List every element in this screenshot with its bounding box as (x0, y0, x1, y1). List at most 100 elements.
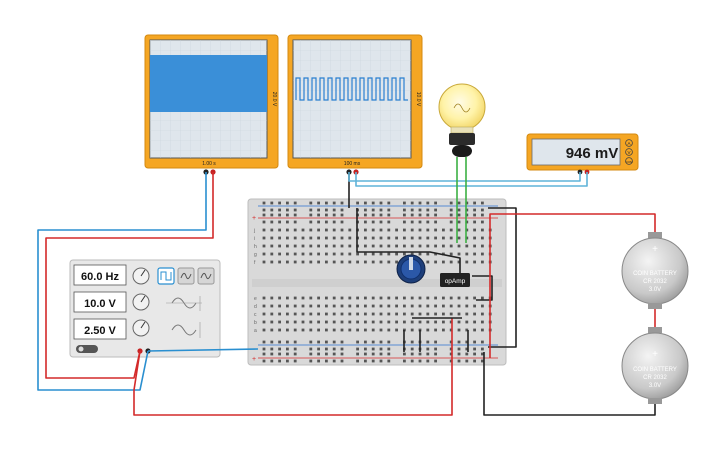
breadboard-hole[interactable] (364, 208, 367, 212)
breadboard-hole[interactable] (410, 220, 414, 224)
breadboard-hole[interactable] (418, 208, 422, 212)
breadboard-hole[interactable] (473, 220, 476, 224)
breadboard-hole[interactable] (379, 201, 383, 205)
breadboard-hole[interactable] (293, 352, 297, 356)
breadboard-hole[interactable] (387, 340, 391, 344)
breadboard-hole[interactable] (481, 347, 484, 351)
breadboard-hole[interactable] (301, 296, 305, 300)
breadboard-hole[interactable] (356, 328, 359, 332)
breadboard-hole[interactable] (379, 260, 383, 264)
breadboard-hole[interactable] (473, 352, 476, 356)
breadboard-hole[interactable] (262, 244, 266, 248)
breadboard-hole[interactable] (387, 312, 391, 316)
breadboard-hole[interactable] (379, 320, 383, 324)
breadboard-hole[interactable] (371, 359, 375, 363)
breadboard-hole[interactable] (262, 213, 266, 217)
breadboard-hole[interactable] (387, 252, 391, 256)
breadboard-hole[interactable] (348, 228, 352, 232)
breadboard-hole[interactable] (262, 296, 266, 300)
breadboard-hole[interactable] (278, 352, 281, 356)
breadboard-hole[interactable] (371, 220, 375, 224)
breadboard-hole[interactable] (270, 320, 274, 324)
breadboard-hole[interactable] (270, 208, 274, 212)
breadboard-hole[interactable] (364, 213, 367, 217)
potentiometer[interactable] (396, 254, 426, 284)
breadboard-hole[interactable] (325, 312, 328, 316)
breadboard-hole[interactable] (379, 340, 383, 344)
breadboard-hole[interactable] (309, 304, 313, 308)
breadboard-hole[interactable] (371, 208, 375, 212)
breadboard-hole[interactable] (309, 213, 313, 217)
breadboard-hole[interactable] (286, 304, 289, 308)
breadboard-hole[interactable] (317, 201, 320, 205)
wire-cyan-scope2-1[interactable] (348, 172, 581, 182)
breadboard-hole[interactable] (340, 340, 344, 344)
breadboard-hole[interactable] (426, 312, 430, 316)
breadboard-hole[interactable] (410, 208, 414, 212)
breadboard-hole[interactable] (449, 228, 453, 232)
wire-blue-fg-rail[interactable] (147, 348, 259, 352)
breadboard-hole[interactable] (309, 244, 313, 248)
breadboard-hole[interactable] (301, 236, 305, 240)
breadboard-hole[interactable] (278, 201, 281, 205)
breadboard-hole[interactable] (434, 328, 437, 332)
wire-cyan-scope2-2[interactable] (355, 172, 588, 187)
breadboard-hole[interactable] (481, 244, 484, 248)
breadboard-hole[interactable] (371, 304, 375, 308)
breadboard-hole[interactable] (356, 260, 359, 264)
breadboard-hole[interactable] (371, 328, 375, 332)
breadboard-hole[interactable] (457, 296, 461, 300)
breadboard-hole[interactable] (317, 244, 320, 248)
breadboard-hole[interactable] (387, 320, 391, 324)
breadboard-hole[interactable] (262, 220, 266, 224)
breadboard-hole[interactable] (465, 304, 469, 308)
breadboard-hole[interactable] (457, 236, 461, 240)
breadboard-hole[interactable] (340, 304, 344, 308)
breadboard-hole[interactable] (317, 347, 320, 351)
breadboard-hole[interactable] (340, 296, 344, 300)
breadboard-hole[interactable] (278, 213, 281, 217)
breadboard-hole[interactable] (449, 352, 453, 356)
breadboard-hole[interactable] (371, 260, 375, 264)
breadboard-hole[interactable] (309, 320, 313, 324)
breadboard-hole[interactable] (418, 296, 422, 300)
breadboard-hole[interactable] (332, 304, 336, 308)
breadboard-hole[interactable] (403, 213, 406, 217)
breadboard-hole[interactable] (301, 228, 305, 232)
breadboard-hole[interactable] (465, 320, 469, 324)
breadboard-hole[interactable] (457, 352, 461, 356)
breadboard-hole[interactable] (457, 347, 461, 351)
breadboard-hole[interactable] (278, 359, 281, 363)
breadboard-hole[interactable] (403, 228, 406, 232)
breadboard-hole[interactable] (403, 296, 406, 300)
breadboard-hole[interactable] (371, 236, 375, 240)
breadboard-hole[interactable] (410, 359, 414, 363)
breadboard-hole[interactable] (262, 359, 266, 363)
breadboard-hole[interactable] (293, 220, 297, 224)
breadboard-hole[interactable] (364, 296, 367, 300)
oscilloscope-2[interactable]: 100 ms 10.0 V (287, 34, 423, 175)
breadboard-hole[interactable] (286, 244, 289, 248)
breadboard-hole[interactable] (426, 201, 430, 205)
breadboard-hole[interactable] (270, 201, 274, 205)
breadboard-hole[interactable] (364, 201, 367, 205)
breadboard-hole[interactable] (286, 312, 289, 316)
breadboard-hole[interactable] (442, 260, 445, 264)
breadboard-hole[interactable] (434, 208, 437, 212)
breadboard-hole[interactable] (317, 296, 320, 300)
breadboard-hole[interactable] (317, 352, 320, 356)
breadboard-hole[interactable] (340, 359, 344, 363)
breadboard-hole[interactable] (317, 304, 320, 308)
breadboard-hole[interactable] (473, 252, 476, 256)
wire-red-battery[interactable] (489, 213, 656, 232)
breadboard-hole[interactable] (364, 304, 367, 308)
breadboard-hole[interactable] (293, 244, 297, 248)
waveform-triangle-button[interactable] (177, 267, 195, 285)
breadboard-hole[interactable] (301, 312, 305, 316)
breadboard-hole[interactable] (434, 244, 437, 248)
breadboard-hole[interactable] (449, 220, 453, 224)
breadboard-hole[interactable] (418, 252, 422, 256)
breadboard-hole[interactable] (301, 320, 305, 324)
breadboard-hole[interactable] (371, 296, 375, 300)
breadboard-hole[interactable] (395, 320, 398, 324)
